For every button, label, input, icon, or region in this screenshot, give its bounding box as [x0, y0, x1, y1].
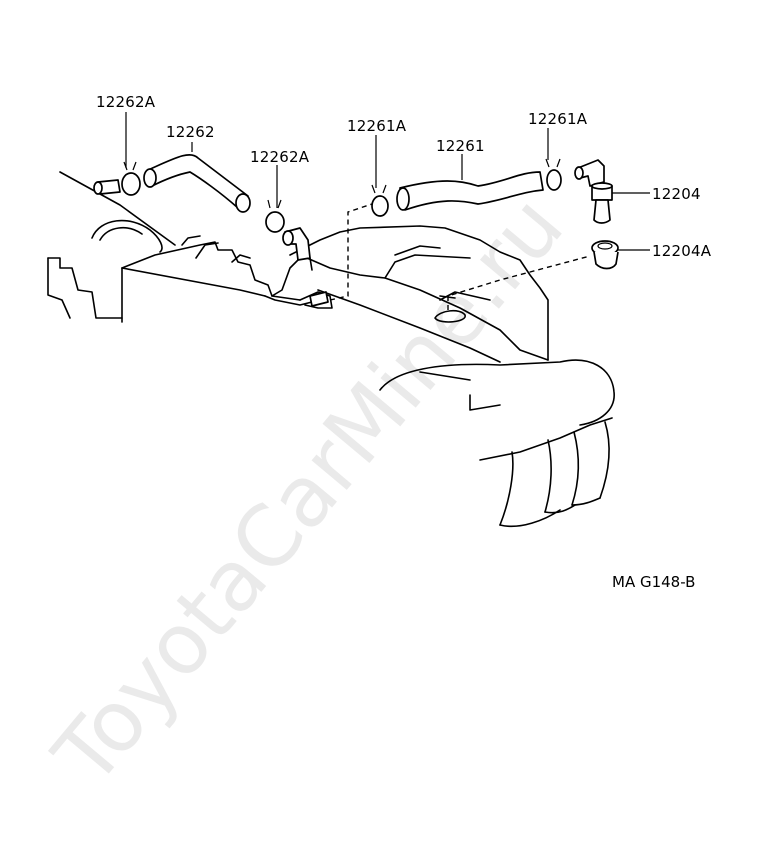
intake-runners-drawing	[379, 359, 615, 528]
clamp-12262a-left	[121, 172, 141, 196]
installation-guide-lines	[329, 203, 591, 310]
grommet-12204a	[591, 240, 619, 270]
callout-12262: 12262	[166, 123, 215, 141]
callout-12261a-right: 12261A	[528, 110, 588, 128]
engine-block-drawing	[47, 171, 321, 323]
callout-12204: 12204	[652, 185, 701, 203]
leader-lines	[125, 112, 650, 251]
watermark: ToyotaCarMine.ru	[35, 178, 582, 804]
hose-12261-assembly	[371, 158, 562, 217]
clamp-12261a-right	[546, 169, 562, 191]
figure-code: MA G148-B	[612, 573, 695, 591]
clamp-12262a-right	[265, 211, 285, 233]
clamp-12261a-left	[371, 195, 389, 217]
hose-12262-assembly	[93, 153, 329, 307]
callout-12261: 12261	[436, 137, 485, 155]
callout-12261a-left: 12261A	[347, 117, 407, 135]
callout-12204a: 12204A	[652, 242, 712, 260]
callout-12262a-right: 12262A	[250, 148, 310, 166]
pcv-valve-12204	[574, 159, 613, 224]
intake-manifold-drawing	[289, 225, 549, 363]
callout-12262a-left: 12262A	[96, 93, 156, 111]
